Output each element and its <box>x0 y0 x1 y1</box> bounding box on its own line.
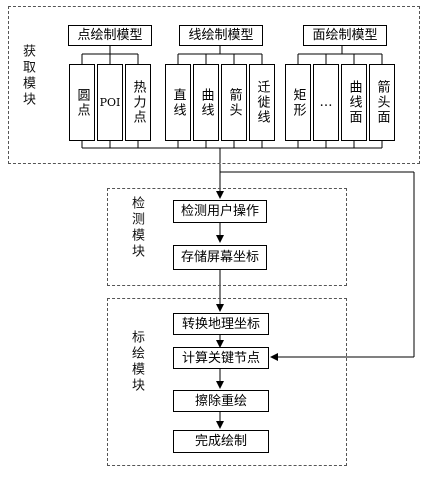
point-item-dot: 圆点 <box>69 64 95 141</box>
surface-item-rect: 矩形 <box>285 64 311 141</box>
line-item-curve: 曲线 <box>193 64 219 141</box>
plot-module-label: 标绘模块 <box>129 330 144 394</box>
point-model-header: 点绘制模型 <box>68 25 152 46</box>
detect-step-store-screen: 存储屏幕坐标 <box>173 245 267 270</box>
plot-step-erase-redraw: 擦除重绘 <box>173 390 269 412</box>
line-item-migration: 迁徙线 <box>249 64 275 141</box>
plot-step-finish: 完成绘制 <box>173 430 269 453</box>
plot-step-key-nodes: 计算关键节点 <box>173 347 269 369</box>
surface-model-header: 面绘制模型 <box>303 25 387 46</box>
surface-item-arrow-face: 箭头面 <box>369 64 395 141</box>
surface-item-ellipsis: … <box>313 64 339 141</box>
line-item-straight: 直线 <box>165 64 191 141</box>
point-item-poi: POI <box>97 64 123 141</box>
detect-module-label: 检测模块 <box>129 196 144 260</box>
acquire-module-label: 获取模块 <box>20 44 35 108</box>
detect-step-detect-op: 检测用户操作 <box>173 200 267 223</box>
surface-item-curve-face: 曲线面 <box>341 64 367 141</box>
detect-module-group <box>107 188 347 286</box>
point-item-heat: 热力点 <box>125 64 151 141</box>
acquire-module-group <box>8 6 420 164</box>
line-item-arrow: 箭头 <box>221 64 247 141</box>
plot-step-geo-convert: 转换地理坐标 <box>173 313 269 335</box>
plot-module-group <box>107 298 347 466</box>
line-model-header: 线绘制模型 <box>179 25 263 46</box>
